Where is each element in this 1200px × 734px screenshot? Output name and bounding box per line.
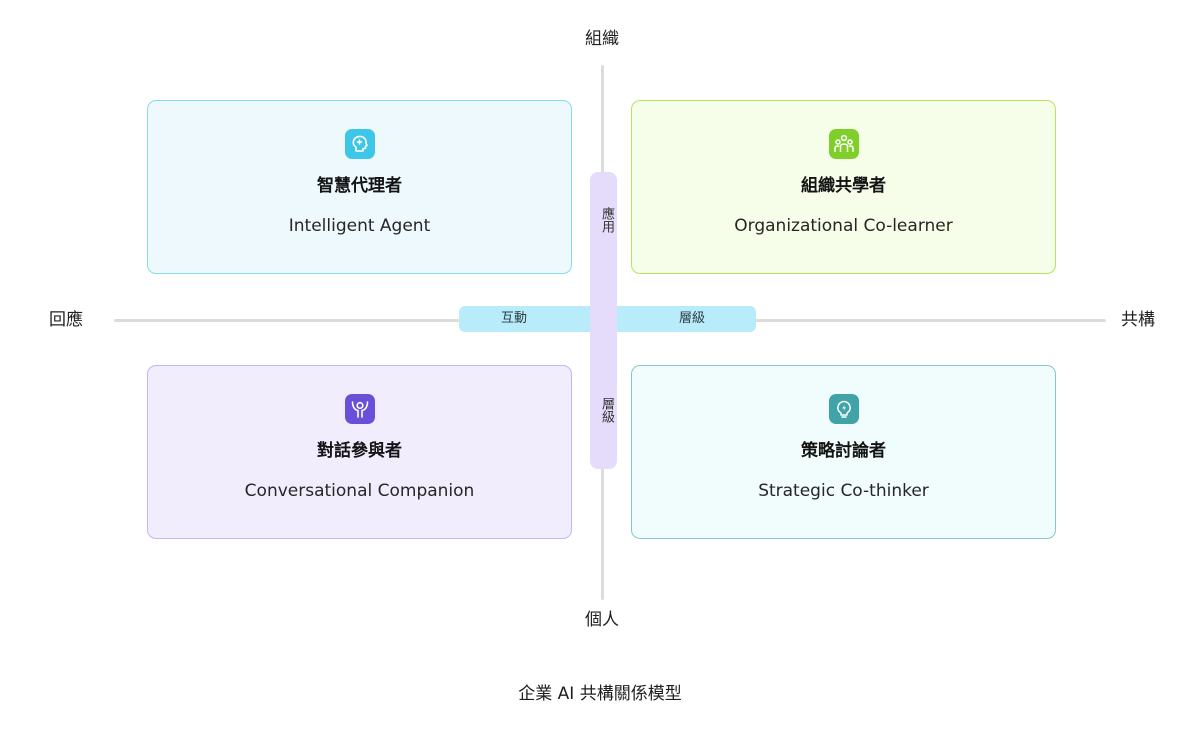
vertical-center-bar: 應用 層級 (590, 172, 617, 469)
axis-label-right: 共構 (1121, 310, 1155, 330)
hbar-label-right: 層級 (679, 311, 706, 326)
ai-head-icon (344, 129, 375, 159)
quadrant-subtitle: Intelligent Agent (288, 216, 431, 236)
quadrant-title: 組織共學者 (801, 176, 886, 196)
quadrant-title: 對話參與者 (317, 441, 402, 461)
quadrant-title: 智慧代理者 (317, 176, 402, 196)
vbar-label-top: 應用 (599, 207, 614, 233)
diagram-caption: 企業 AI 共構關係模型 (518, 684, 682, 704)
quadrant-conversational-companion: 對話參與者 Conversational Companion (147, 365, 572, 539)
vbar-label-bottom: 層級 (599, 397, 614, 423)
axis-label-top: 組織 (585, 29, 619, 49)
axis-label-bottom: 個人 (585, 610, 619, 630)
quadrant-subtitle: Conversational Companion (244, 481, 475, 501)
quadrant-subtitle: Organizational Co-learner (734, 216, 953, 236)
lightbulb-icon (828, 394, 859, 424)
quadrant-organizational-co-learner: 組織共學者 Organizational Co-learner (631, 100, 1056, 274)
axis-label-left: 回應 (49, 310, 83, 330)
quadrant-intelligent-agent: 智慧代理者 Intelligent Agent (147, 100, 572, 274)
quadrant-strategic-co-thinker: 策略討論者 Strategic Co-thinker (631, 365, 1056, 539)
hbar-label-left: 互動 (501, 311, 528, 326)
quadrant-title: 策略討論者 (801, 441, 886, 461)
group-people-icon (828, 129, 859, 159)
person-arms-icon (344, 394, 375, 424)
quadrant-subtitle: Strategic Co-thinker (758, 481, 929, 501)
